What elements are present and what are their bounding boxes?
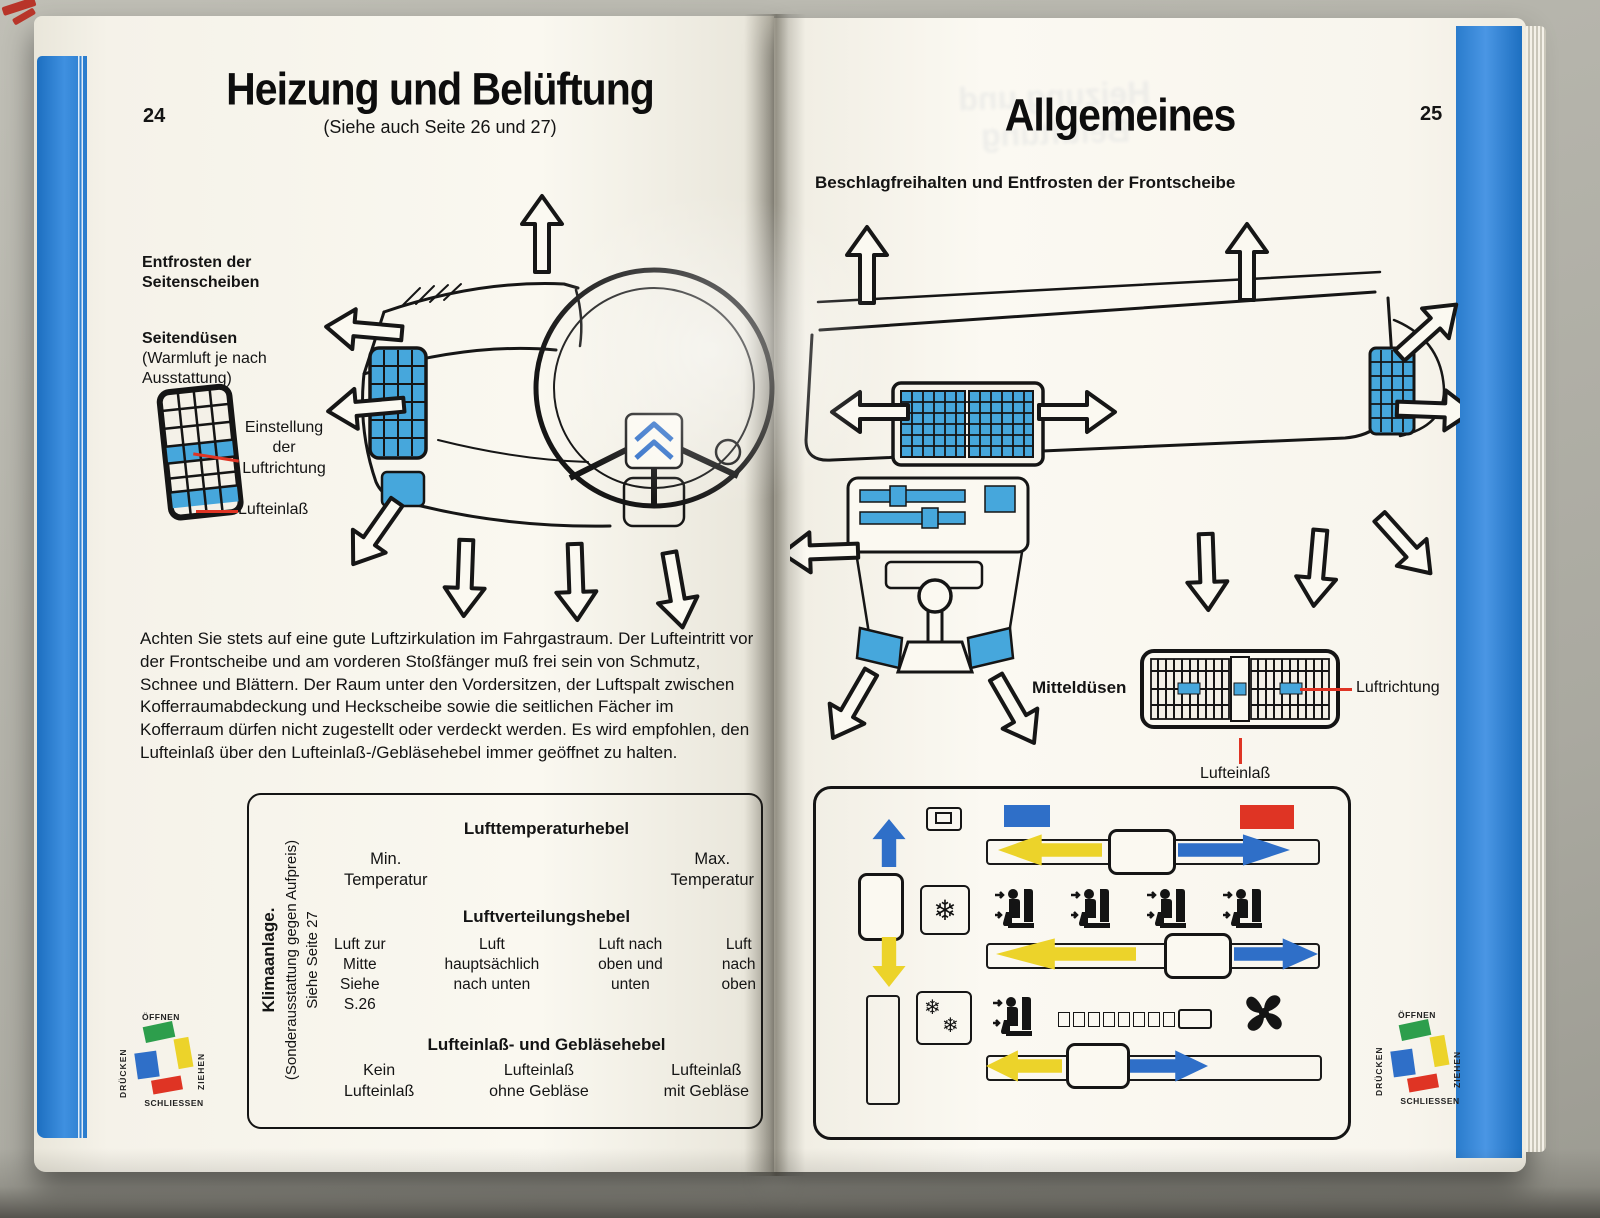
right-page [774, 18, 1526, 1172]
climate-side-note: Klimaanlage. (Sonderausstattung gegen Au… [257, 810, 329, 1110]
snowflake-icon: ❄ [920, 885, 970, 935]
right-page-title: Allgemeines [1004, 89, 1237, 141]
temperature-heading: Lufttemperaturhebel [463, 819, 630, 838]
distribution-slider-knob [1164, 933, 1232, 979]
temperature-max: Max. Temperatur [670, 850, 754, 890]
distribution-slider-track [986, 943, 1320, 969]
left-page-subtitle: (Siehe auch Seite 26 und 27) [323, 117, 557, 137]
heater-control-panel: ❄ ❄ ❄ [813, 786, 1351, 1140]
legend-press-label: DRÜCKEN [1374, 1046, 1384, 1097]
air-inlet-label-left: Lufteinlaß [238, 501, 309, 518]
legend-pull-label: ZIEHEN [1452, 1050, 1462, 1088]
legend-press-swatch [1390, 1048, 1416, 1078]
vent-mode-face-icon [994, 885, 1046, 931]
pointer-air-inlet-right [1239, 738, 1242, 764]
legend-close-swatch [151, 1075, 183, 1095]
blower-slider-track [986, 1055, 1322, 1081]
vent-mode-floor-icon [1146, 885, 1198, 931]
side-vents-label: Seitendüsen [142, 330, 238, 347]
cold-zone-swatch [1004, 805, 1050, 827]
left-page-number: 24 [143, 105, 166, 127]
defrost-side-windows-label: Entfrosten der Seitenscheiben [142, 254, 260, 292]
blower-slider-knob [1066, 1043, 1130, 1089]
pointer-air-direction-right [1300, 688, 1352, 691]
page-stack-edge [1526, 26, 1546, 1152]
dashboard-illustration-left [322, 194, 775, 632]
lever-down-arrow [872, 937, 906, 987]
legend-open-label: ÖFFNEN [1398, 1010, 1436, 1020]
air-direction-setting-label: Einstellung der Luftrichtung [242, 419, 326, 477]
double-snowflake-icon: ❄ ❄ [916, 991, 972, 1045]
side-vent-illustration [156, 383, 244, 521]
dash-side-vent [368, 346, 428, 508]
knob-legend-left: ÖFFNEN ZIEHEN DRÜCKEN SCHLIESSEN [118, 1008, 222, 1126]
legend-close-swatch [1407, 1073, 1439, 1093]
right-page-blue-edge [1456, 26, 1522, 1158]
fan-icon [1240, 989, 1288, 1037]
legend-open-label: ÖFFNEN [142, 1012, 180, 1022]
snowflake-glyph: ❄ [942, 1015, 959, 1037]
inlet-option: Kein Lufteinlaß [344, 1062, 415, 1100]
lever-vertical-track [866, 995, 900, 1105]
air-direction-label-right: Luftrichtung [1356, 679, 1440, 696]
body-paragraph: Achten Sie stets auf eine gute Luftzirku… [140, 629, 754, 762]
climate-note: (Sonderausstattung gegen Aufpreis) [282, 839, 300, 1081]
distribution-option: Luft zur Mitte Siehe S.26 [334, 936, 386, 1014]
legend-pull-swatch [1429, 1034, 1450, 1068]
dash-right-vent [1368, 346, 1416, 436]
fan-speed-steps [1058, 1009, 1212, 1029]
inlet-heading: Lufteinlaß- und Gebläsehebel [427, 1035, 666, 1054]
pointer-air-inlet [196, 510, 238, 513]
temperature-min: Min. Temperatur [344, 850, 428, 890]
center-console [846, 476, 1030, 674]
rear-window-icon [926, 807, 962, 831]
knob-legend-right: ÖFFNEN ZIEHEN DRÜCKEN SCHLIESSEN [1374, 1006, 1478, 1124]
right-page-number: 25 [1420, 103, 1443, 125]
dash-center-vents [891, 381, 1045, 467]
air-inlet-label-right: Lufteinlaß [1200, 765, 1271, 782]
citroen-chevrons-icon [634, 421, 674, 460]
snowflake-glyph: ❄ [924, 997, 941, 1019]
vent-mode-bilevel-icon [1070, 885, 1122, 931]
legend-close-label: SCHLIESSEN [1400, 1096, 1460, 1106]
dashboard-illustration-right [790, 222, 1460, 755]
legend-pull-label: ZIEHEN [196, 1052, 206, 1090]
left-page-title: Heizung und Belüftung [226, 63, 655, 115]
vent-mode-defrost-floor-icon [1222, 885, 1274, 931]
distribution-heading: Luftverteilungshebel [462, 907, 631, 926]
inlet-option: Lufteinlaß ohne Gebläse [489, 1062, 589, 1100]
distribution-option: Luft hauptsächlich nach unten [444, 936, 540, 994]
hot-zone-swatch [1240, 805, 1294, 829]
lever-up-arrow [872, 819, 906, 867]
side-vents-note: (Warmluft je nach Ausstattung) [142, 350, 267, 388]
distribution-option: Luft nach oben [721, 936, 756, 994]
climate-title: Klimaanlage. [259, 907, 278, 1013]
center-vents-illustration [1140, 649, 1340, 729]
levers-box: Klimaanlage. (Sonderausstattung gegen Au… [247, 793, 763, 1129]
center-vents-label: Mitteldüsen [1032, 678, 1127, 697]
left-page [34, 16, 774, 1172]
legend-close-label: SCHLIESSEN [144, 1098, 204, 1108]
legend-press-label: DRÜCKEN [118, 1048, 128, 1099]
legend-press-swatch [134, 1050, 160, 1080]
snowflake-glyph: ❄ [933, 894, 957, 926]
legend-open-swatch [1398, 1019, 1432, 1041]
lever-knob [858, 873, 904, 941]
legend-pull-swatch [173, 1036, 194, 1070]
vent-mode-face-only-icon [992, 993, 1044, 1039]
temperature-slider-knob [1108, 829, 1176, 875]
legend-open-swatch [142, 1021, 176, 1043]
section-heading: Beschlagfreihalten und Entfrosten der Fr… [815, 173, 1236, 192]
climate-ref: Siehe Seite 27 [303, 911, 321, 1009]
left-page-blue-edge [37, 56, 87, 1138]
steering-wheel [533, 267, 775, 528]
inlet-option: Lufteinlaß mit Gebläse [663, 1062, 749, 1100]
distribution-option: Luft nach oben und unten [598, 936, 663, 994]
